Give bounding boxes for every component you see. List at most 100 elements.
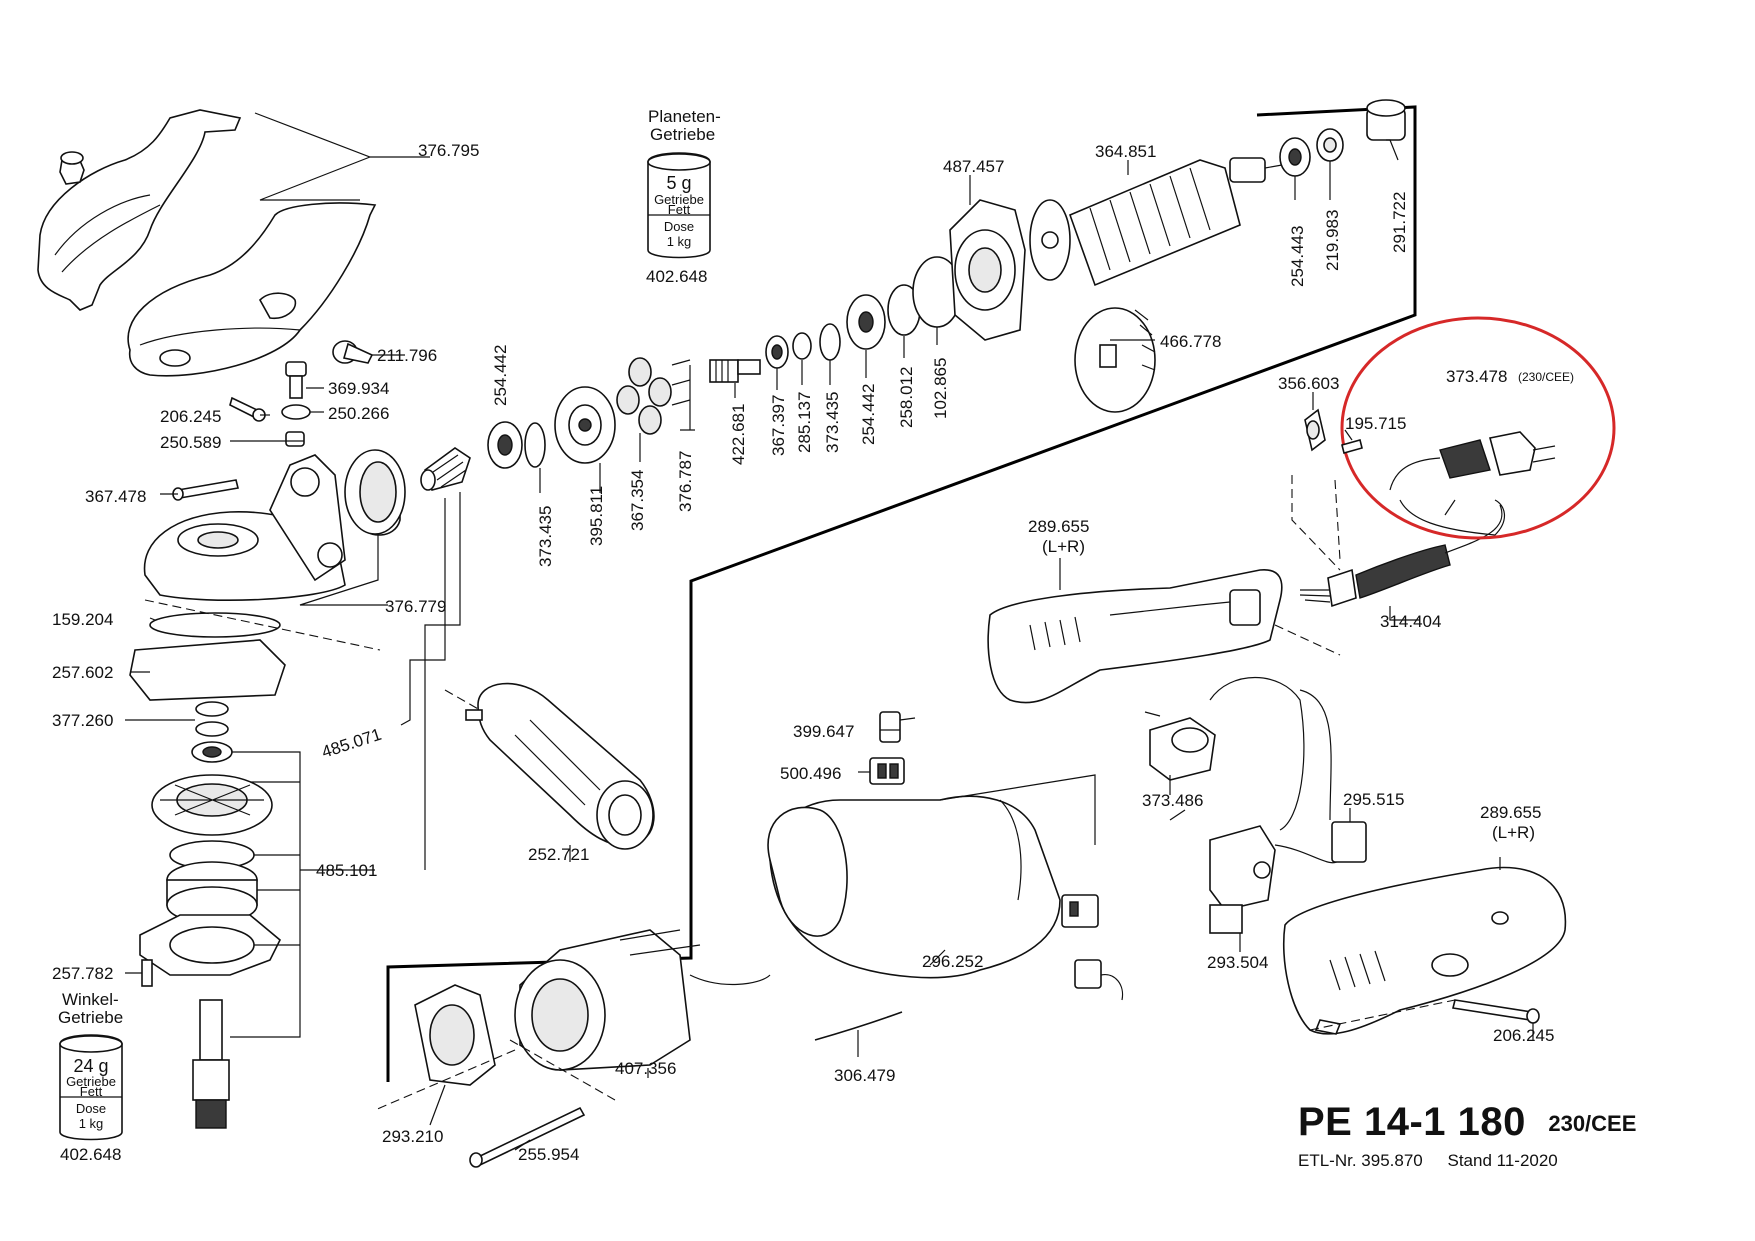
part-labels: 376.795 211.796 369.934 206.245 250.266 … xyxy=(52,107,1574,1164)
armature-364851 xyxy=(1029,157,1283,287)
label-364851: 364.851 xyxy=(1095,142,1156,161)
label-planeten-line1: Planeten- xyxy=(648,107,721,126)
winkel-pack2: 1 kg xyxy=(79,1116,104,1131)
label-195715: 195.715 xyxy=(1345,414,1406,433)
bearing-254442-a xyxy=(487,421,523,469)
plug-373478 xyxy=(1389,431,1556,536)
label-402648-planeten: 402.648 xyxy=(646,267,707,286)
ring-gear-376779 xyxy=(344,449,406,535)
cover-293210 xyxy=(414,984,496,1086)
assembly-dashes xyxy=(144,475,1456,1111)
gasket-159204 xyxy=(149,612,281,638)
label-422681: 422.681 xyxy=(729,404,748,465)
label-293504: 293.504 xyxy=(1207,953,1268,972)
pinion-485071 xyxy=(420,447,471,491)
label-285137: 285.137 xyxy=(795,392,814,453)
highlight-circle xyxy=(1340,316,1616,540)
sleeve-291722 xyxy=(1366,99,1406,141)
bevel-gear xyxy=(151,774,273,836)
plate-257602 xyxy=(129,639,286,701)
label-407356: 407.356 xyxy=(615,1059,676,1078)
model-title: PE 14-1 180 xyxy=(1298,1100,1526,1144)
label-295515: 295.515 xyxy=(1343,790,1404,809)
screw-367478 xyxy=(172,479,239,501)
label-219983: 219.983 xyxy=(1323,210,1342,271)
label-367354: 367.354 xyxy=(628,470,647,531)
pinion-422681 xyxy=(709,359,761,383)
model-variant: 230/CEE xyxy=(1548,1111,1637,1136)
label-293210: 293.210 xyxy=(382,1127,443,1146)
label-466778: 466.778 xyxy=(1160,332,1221,351)
stand-date: Stand 11-2020 xyxy=(1447,1151,1558,1170)
planeten-amount: 5 g xyxy=(666,173,691,193)
label-258012: 258.012 xyxy=(897,367,916,428)
label-356603: 356.603 xyxy=(1278,374,1339,393)
planet-gears xyxy=(616,357,691,435)
side-handle-252721 xyxy=(465,682,655,850)
screw-206245 xyxy=(229,396,266,422)
cable-314404 xyxy=(1299,504,1503,608)
strain-relief-356603 xyxy=(1304,408,1326,452)
label-159204: 159.204 xyxy=(52,610,113,629)
label-257782: 257.782 xyxy=(52,964,113,983)
ring-285137 xyxy=(792,332,812,360)
label-376795: 376.795 xyxy=(418,141,479,160)
winkel-name2: Fett xyxy=(80,1084,103,1099)
label-369934: 369.934 xyxy=(328,379,389,398)
label-102865: 102.865 xyxy=(931,358,950,419)
flange xyxy=(139,914,281,976)
label-395811: 395.811 xyxy=(587,486,606,546)
planet-carrier xyxy=(554,386,616,464)
winkel-pack1: Dose xyxy=(76,1101,106,1116)
label-373478-variant: (230/CEE) xyxy=(1518,370,1574,384)
winkel-name1: Getriebe xyxy=(66,1074,116,1089)
brush-399647 xyxy=(879,711,916,743)
label-377260: 377.260 xyxy=(52,711,113,730)
label-399647: 399.647 xyxy=(793,722,854,741)
label-206245-a: 206.245 xyxy=(160,407,221,426)
label-487457: 487.457 xyxy=(943,157,1004,176)
brush-holder-500496 xyxy=(869,757,905,785)
bearing-small xyxy=(191,741,233,763)
label-252721: 252.721 xyxy=(528,845,589,864)
bearing-large xyxy=(166,861,258,924)
grease-can-winkel: 24 g Getriebe Fett Dose 1 kg xyxy=(59,1034,123,1141)
label-485071: 485.071 xyxy=(319,725,383,762)
screw-255954 xyxy=(469,1106,586,1168)
capacitor-b xyxy=(1074,959,1124,1001)
circlip-373435-b xyxy=(819,323,841,361)
label-winkel-line1: Winkel- xyxy=(62,990,119,1009)
planeten-pack2: 1 kg xyxy=(667,234,692,249)
label-376787: 376.787 xyxy=(676,451,695,512)
label-296252: 296.252 xyxy=(922,952,983,971)
washers-377260 xyxy=(195,701,229,737)
bearing-254443 xyxy=(1279,137,1311,177)
screw-195715 xyxy=(1341,439,1363,454)
label-254442-a: 254.442 xyxy=(491,345,510,406)
label-289655-upper-lr: (L+R) xyxy=(1042,537,1085,556)
label-289655-lower: 289.655 xyxy=(1480,803,1541,822)
label-291722: 291.722 xyxy=(1390,192,1409,253)
bearing-367397 xyxy=(765,335,789,369)
label-402648-winkel: 402.648 xyxy=(60,1145,121,1164)
label-289655-lower-lr: (L+R) xyxy=(1492,823,1535,842)
connector-295515 xyxy=(1299,689,1367,863)
label-376779: 376.779 xyxy=(385,597,446,616)
handle-shell-lower-289655 xyxy=(1282,866,1567,1035)
label-314404: 314.404 xyxy=(1380,612,1441,631)
bearing-254442-b xyxy=(846,294,886,350)
label-254443: 254.443 xyxy=(1288,226,1307,287)
label-255954: 255.954 xyxy=(518,1145,579,1164)
tube-306479 xyxy=(814,1011,903,1041)
winkel-amount: 24 g xyxy=(73,1056,108,1076)
label-winkel-line2: Getriebe xyxy=(58,1008,123,1027)
planeten-name1: Getriebe xyxy=(654,192,704,207)
screw-211796 xyxy=(332,340,374,364)
suppressor-a xyxy=(1061,894,1099,928)
motor-housing-296252 xyxy=(767,774,1096,979)
fan-466778 xyxy=(1074,307,1156,413)
label-306479: 306.479 xyxy=(834,1066,895,1085)
gear-head-cover xyxy=(37,109,377,377)
oring-250266 xyxy=(281,404,311,420)
